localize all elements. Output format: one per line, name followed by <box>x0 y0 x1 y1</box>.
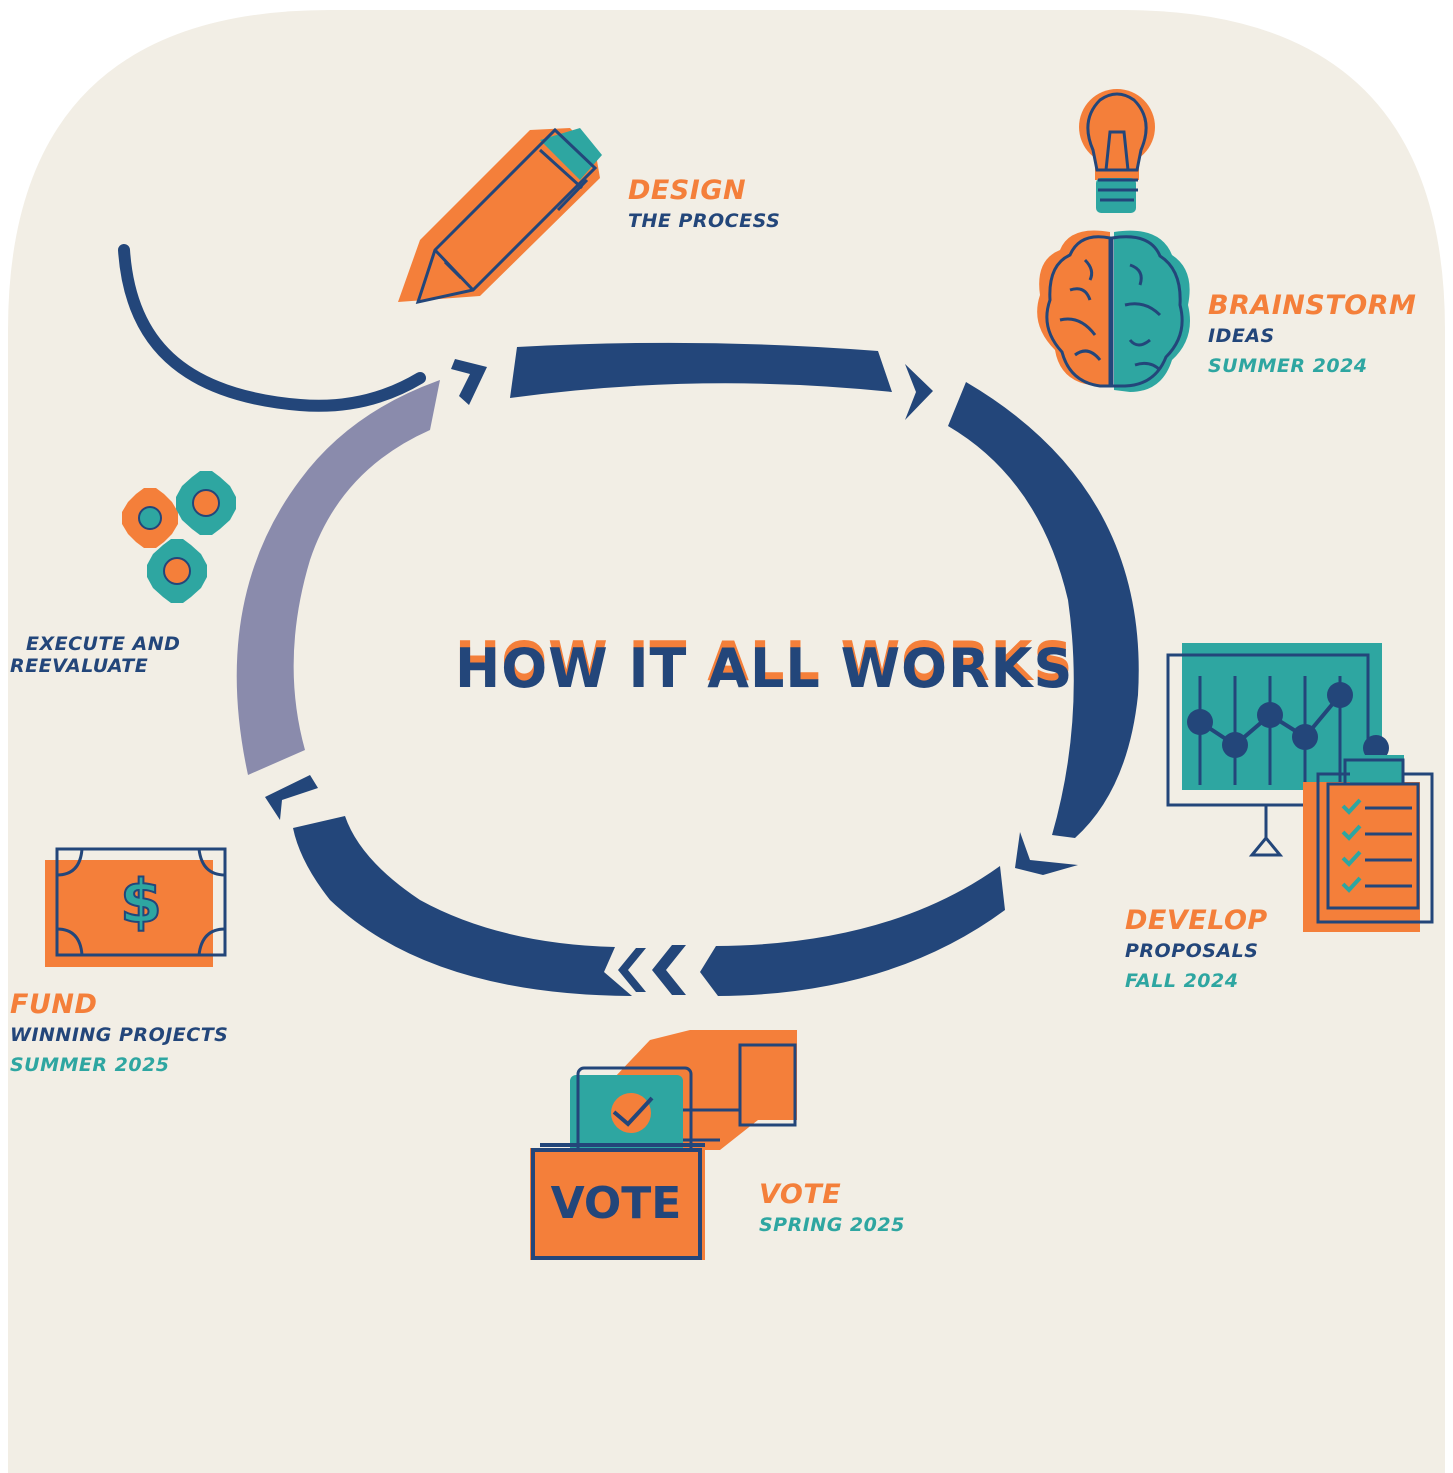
segment-right <box>948 382 1139 838</box>
vote-title: VOTE <box>759 1179 842 1210</box>
chevron-bottom-1 <box>652 945 686 995</box>
fund-title: FUND <box>10 989 98 1020</box>
svg-text:$: $ <box>120 867 162 937</box>
fund-subtitle: WINNING PROJECTS <box>10 1024 229 1046</box>
execute-line1: EXECUTE AND <box>26 633 181 655</box>
chart-clipboard-icon <box>1166 643 1434 932</box>
ballot-label: VOTE <box>551 1178 682 1229</box>
develop-subtitle: PROPOSALS <box>1125 940 1259 962</box>
segment-bottom-right <box>700 866 1005 996</box>
chevron-right-lower <box>1015 832 1078 875</box>
chevron-bottom-2 <box>618 948 646 992</box>
segment-top <box>510 342 892 398</box>
diagram-title: HOW IT ALL WORKS HOW IT ALL WORKS <box>455 635 1072 702</box>
gears-icon <box>122 471 236 603</box>
brainstorm-subtitle: IDEAS <box>1208 325 1275 347</box>
brainstorm-title: BRAINSTORM <box>1208 290 1417 321</box>
dollar-bill-icon: $ <box>45 847 227 967</box>
diagram-title-shadow: HOW IT ALL WORKS <box>455 630 1074 693</box>
diagram-title-text: HOW IT ALL WORKS <box>455 637 1074 700</box>
segment-left <box>236 380 440 775</box>
execute-line2: REEVALUATE <box>10 655 149 677</box>
pencil-icon <box>398 127 602 305</box>
chevron-left <box>265 775 318 820</box>
design-title: DESIGN <box>628 175 747 206</box>
vote-date: SPRING 2025 <box>759 1214 905 1236</box>
chevron-top-left <box>451 359 487 405</box>
cycle-ring <box>236 342 1139 996</box>
brain-icon <box>1037 230 1190 392</box>
design-subtitle: THE PROCESS <box>628 210 781 232</box>
tail-curve <box>118 244 426 412</box>
ballot-box-icon: VOTE <box>530 1030 797 1260</box>
brainstorm-date: SUMMER 2024 <box>1208 355 1368 377</box>
chevron-top-right <box>905 364 933 420</box>
fund-date: SUMMER 2025 <box>10 1054 170 1076</box>
segment-bottom-left <box>293 816 632 996</box>
develop-date: FALL 2024 <box>1125 970 1239 992</box>
lightbulb-icon <box>1079 89 1155 213</box>
develop-title: DEVELOP <box>1125 905 1268 936</box>
